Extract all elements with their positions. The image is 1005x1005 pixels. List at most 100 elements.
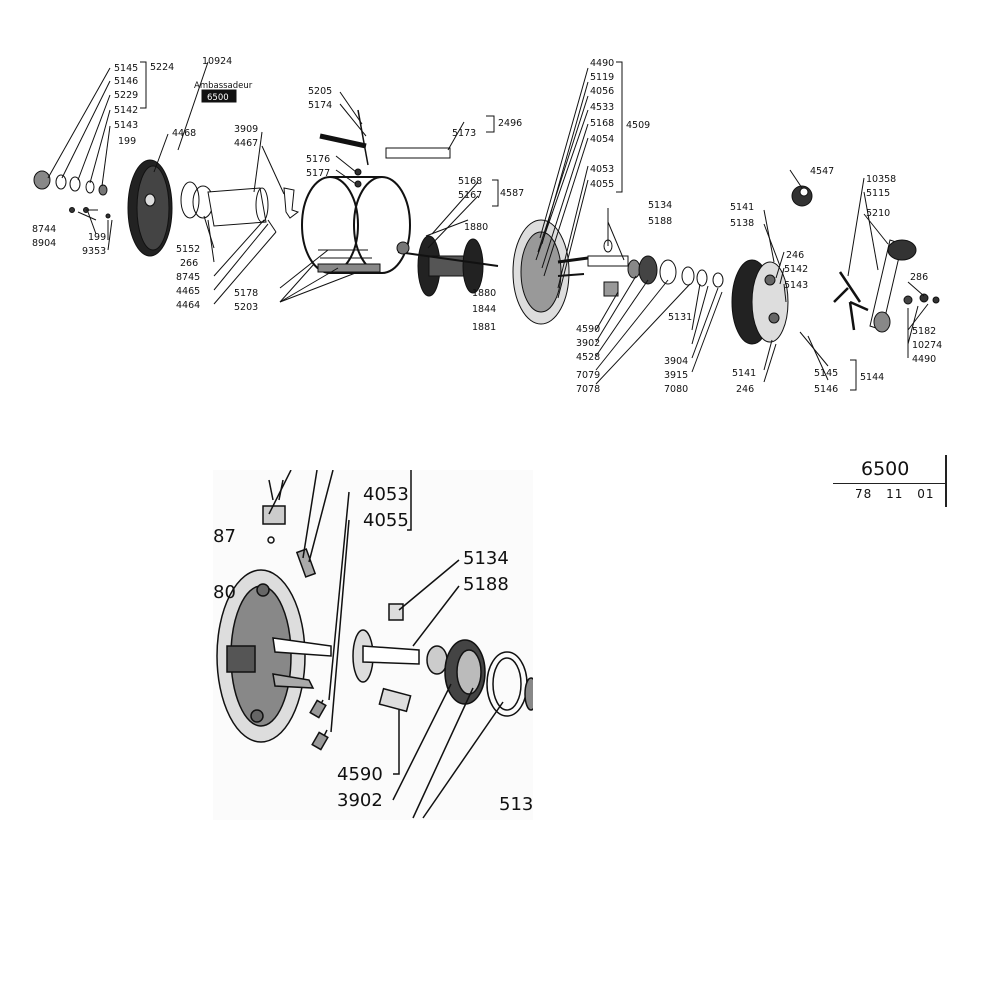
frame-left-ring bbox=[301, 176, 359, 274]
screw-part bbox=[69, 207, 75, 213]
label-266: 266 bbox=[180, 258, 198, 269]
label-4528: 4528 bbox=[576, 352, 600, 363]
pawl-part bbox=[295, 548, 317, 578]
label-199: 199 bbox=[118, 136, 136, 147]
brake-ring bbox=[180, 181, 200, 219]
label-1881: 1881 bbox=[472, 322, 496, 333]
label-8745: 8745 bbox=[176, 272, 200, 283]
gear-plate bbox=[520, 231, 562, 313]
lever-part bbox=[272, 673, 315, 689]
crank-knob bbox=[887, 239, 917, 261]
washer-part bbox=[55, 174, 67, 190]
label-5224: 5224 bbox=[150, 62, 174, 73]
label-5138: 5138 bbox=[730, 218, 754, 229]
zoom-label-4053: 4053 bbox=[363, 484, 409, 505]
label-5141-b: 5141 bbox=[732, 368, 756, 379]
washer-part bbox=[659, 259, 677, 285]
screw-part bbox=[105, 213, 111, 219]
zoom-label-5134: 5134 bbox=[463, 548, 509, 569]
shaft-part bbox=[272, 637, 332, 657]
label-5178: 5178 bbox=[234, 288, 258, 299]
label-5188: 5188 bbox=[648, 216, 672, 227]
model-info-box: 6500 78 11 01 bbox=[833, 455, 947, 507]
left-sideplate-face bbox=[136, 165, 170, 251]
yoke-part bbox=[388, 603, 404, 621]
label-8744: 8744 bbox=[32, 224, 56, 235]
label-3915: 3915 bbox=[664, 370, 688, 381]
washer-part bbox=[712, 272, 724, 288]
label-4509: 4509 bbox=[626, 120, 650, 131]
label-5146-b: 5146 bbox=[814, 384, 838, 395]
sideplate-hole bbox=[144, 193, 156, 207]
zoom-label-4590: 4590 bbox=[337, 764, 383, 785]
model-date: 78 11 01 bbox=[855, 487, 944, 501]
label-4056: 4056 bbox=[590, 86, 614, 97]
zoom-label-87: 87 bbox=[213, 526, 236, 547]
label-246: 246 bbox=[786, 250, 804, 261]
drive-gear bbox=[638, 255, 658, 285]
label-246-b: 246 bbox=[736, 384, 754, 395]
model-date-day: 01 bbox=[917, 487, 935, 501]
model-number: 6500 bbox=[861, 458, 910, 480]
reel-foot bbox=[317, 263, 381, 273]
right-sideplate-cover bbox=[751, 261, 789, 343]
worm-tube bbox=[385, 147, 451, 159]
label-5131: 5131 bbox=[668, 312, 692, 323]
label-3909: 3909 bbox=[234, 124, 258, 135]
label-5142: 5142 bbox=[784, 264, 808, 275]
label-4590: 4590 bbox=[576, 324, 600, 335]
zoom-detail-panel: 87 80 4053 4055 5134 5188 4590 3902 513 bbox=[213, 470, 533, 820]
star-drag bbox=[833, 271, 869, 331]
label-5143: 5143 bbox=[114, 120, 138, 131]
label-1880-b: 1880 bbox=[472, 288, 496, 299]
label-5173: 5173 bbox=[452, 128, 476, 139]
exploded-view-drawing: 5145 5146 5229 5142 5143 199 5224 10924 … bbox=[32, 56, 942, 395]
label-9353: 9353 bbox=[82, 246, 106, 257]
washer-part bbox=[85, 180, 95, 194]
pinion-shaft bbox=[362, 645, 420, 665]
label-10274: 10274 bbox=[912, 340, 942, 351]
label-ambassadeur: Ambassadeur bbox=[194, 81, 253, 91]
label-1844: 1844 bbox=[472, 304, 496, 315]
label-5145-b: 5145 bbox=[814, 368, 838, 379]
label-5146: 5146 bbox=[114, 76, 138, 87]
label-10924: 10924 bbox=[202, 56, 232, 67]
bushing-part bbox=[378, 687, 412, 713]
label-5229: 5229 bbox=[114, 90, 138, 101]
label-4533: 4533 bbox=[590, 102, 614, 113]
bearing-part bbox=[396, 241, 410, 255]
zoom-label-80: 80 bbox=[213, 582, 236, 603]
cap-part bbox=[33, 170, 51, 190]
label-5174: 5174 bbox=[308, 100, 332, 111]
label-3902: 3902 bbox=[576, 338, 600, 349]
frame-right-ring bbox=[353, 176, 411, 274]
label-4490: 4490 bbox=[590, 58, 614, 69]
label-4055: 4055 bbox=[590, 179, 614, 190]
label-5168-b: 5168 bbox=[590, 118, 614, 129]
zoom-label-4055: 4055 bbox=[363, 510, 409, 531]
label-7080: 7080 bbox=[664, 384, 688, 395]
zoom-label-5188: 5188 bbox=[463, 574, 509, 595]
label-4547: 4547 bbox=[810, 166, 834, 177]
label-5168: 5168 bbox=[458, 176, 482, 187]
model-border bbox=[945, 455, 947, 507]
label-5210: 5210 bbox=[866, 208, 890, 219]
label-5142: 5142 bbox=[114, 105, 138, 116]
spool-shaft-body bbox=[207, 187, 267, 227]
washer-inner bbox=[492, 657, 522, 711]
label-7078: 7078 bbox=[576, 384, 600, 395]
label-4465: 4465 bbox=[176, 286, 200, 297]
spool-flange bbox=[462, 238, 484, 294]
bushing-part bbox=[603, 281, 619, 297]
label-4468: 4468 bbox=[172, 128, 196, 139]
label-7079: 7079 bbox=[576, 370, 600, 381]
label-1880: 1880 bbox=[464, 222, 488, 233]
label-5143: 5143 bbox=[784, 280, 808, 291]
model-divider bbox=[833, 483, 947, 484]
bushing-part bbox=[98, 184, 108, 196]
label-5152: 5152 bbox=[176, 244, 200, 255]
label-5205: 5205 bbox=[308, 86, 332, 97]
model-date-month: 11 bbox=[886, 487, 904, 501]
model-date-year: 78 bbox=[855, 487, 873, 501]
